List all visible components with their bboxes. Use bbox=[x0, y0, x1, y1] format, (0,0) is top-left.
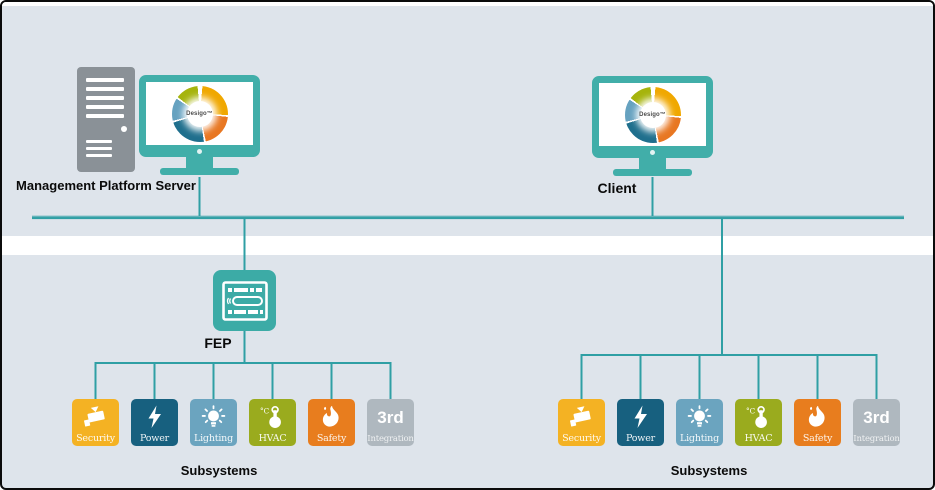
subsystems-caption-left: Subsystems bbox=[180, 463, 258, 478]
subsystems-group-left: Security Power Lighting °C HVAC Safety bbox=[72, 399, 414, 446]
subsystems-caption-right: Subsystems bbox=[670, 463, 748, 478]
desigo-wheel-chart: Desigo™ bbox=[171, 85, 228, 142]
fep-device bbox=[213, 270, 276, 331]
subsystem-label: Lighting bbox=[193, 432, 233, 444]
fep-label: FEP bbox=[204, 335, 232, 351]
subsystem-label: HVAC bbox=[744, 432, 773, 444]
subsystem-label: HVAC bbox=[258, 432, 287, 444]
third-party-text: 3rd bbox=[863, 407, 890, 427]
server-vent bbox=[86, 147, 112, 150]
desigo-brand-label: Desigo™ bbox=[639, 111, 666, 118]
monitor-base bbox=[160, 168, 239, 175]
client-monitor: Desigo™ bbox=[592, 76, 713, 178]
server-slot bbox=[86, 96, 124, 100]
lightning-icon bbox=[617, 402, 664, 432]
flame-icon bbox=[794, 402, 841, 432]
svg-text:°C: °C bbox=[746, 406, 756, 415]
bulb-icon bbox=[190, 402, 237, 432]
left-comb-teeth bbox=[94, 362, 392, 400]
desigo-wheel-chart: Desigo™ bbox=[624, 86, 681, 143]
3rd-text: 3rd bbox=[853, 402, 900, 432]
subsystem-label: Security bbox=[76, 432, 115, 444]
camera-icon bbox=[72, 402, 119, 432]
subsystem-tile-lighting: Lighting bbox=[676, 399, 723, 446]
thermometer-icon: °C bbox=[735, 402, 782, 432]
server-label: Management Platform Server bbox=[16, 178, 196, 193]
top-white-strip bbox=[2, 2, 933, 6]
subsystem-tile-hvac: °C HVAC bbox=[735, 399, 782, 446]
subsystem-tile-hvac: °C HVAC bbox=[249, 399, 296, 446]
fep-controller-icon bbox=[221, 280, 268, 321]
server-slot bbox=[86, 114, 124, 118]
subsystem-label: Power bbox=[139, 432, 170, 444]
monitor-dot-icon bbox=[197, 149, 202, 154]
lightning-icon bbox=[131, 402, 178, 432]
subsystem-label: Safety bbox=[802, 432, 833, 444]
monitor-stand bbox=[186, 157, 213, 169]
server-monitor-screen: Desigo™ bbox=[139, 75, 260, 157]
server-slot bbox=[86, 78, 124, 82]
subsystem-label: Safety bbox=[316, 432, 347, 444]
network-bus-line bbox=[32, 215, 904, 220]
wheel-center bbox=[186, 100, 213, 127]
thermometer-icon: °C bbox=[249, 402, 296, 432]
subsystem-tile-power: Power bbox=[131, 399, 178, 446]
wheel-center bbox=[639, 101, 666, 128]
subsystem-label: Security bbox=[562, 432, 601, 444]
server-vent bbox=[86, 154, 112, 157]
monitor-dot-icon bbox=[650, 150, 655, 155]
right-comb-teeth bbox=[580, 354, 878, 399]
subsystem-tile-power: Power bbox=[617, 399, 664, 446]
camera-icon bbox=[558, 402, 605, 432]
desigo-brand-label: Desigo™ bbox=[186, 110, 213, 117]
subsystem-tile-safety: Safety bbox=[308, 399, 355, 446]
subsystem-label: Integration bbox=[853, 433, 900, 444]
flame-icon bbox=[308, 402, 355, 432]
subsystem-label: Integration bbox=[367, 433, 414, 444]
third-party-text: 3rd bbox=[377, 407, 404, 427]
server-monitor: Desigo™ bbox=[139, 75, 260, 177]
server-slot bbox=[86, 87, 124, 91]
subsystem-tile-security: Security bbox=[558, 399, 605, 446]
network-band bbox=[2, 236, 933, 255]
3rd-text: 3rd bbox=[367, 402, 414, 432]
subsystem-tile-safety: Safety bbox=[794, 399, 841, 446]
server-vent bbox=[86, 140, 112, 143]
monitor-stand bbox=[639, 158, 666, 170]
server-power-button-icon bbox=[121, 126, 127, 132]
client-label: Client bbox=[597, 180, 637, 196]
subsystem-tile-security: Security bbox=[72, 399, 119, 446]
monitor-base bbox=[613, 169, 692, 176]
server-tower bbox=[77, 67, 135, 172]
subsystem-label: Power bbox=[625, 432, 656, 444]
bulb-icon bbox=[676, 402, 723, 432]
client-monitor-screen: Desigo™ bbox=[592, 76, 713, 158]
subsystem-label: Lighting bbox=[679, 432, 719, 444]
subsystems-group-right: Security Power Lighting °C HVAC Safety bbox=[558, 399, 900, 446]
subsystem-tile-lighting: Lighting bbox=[190, 399, 237, 446]
svg-text:°C: °C bbox=[260, 406, 270, 415]
server-slot bbox=[86, 105, 124, 109]
